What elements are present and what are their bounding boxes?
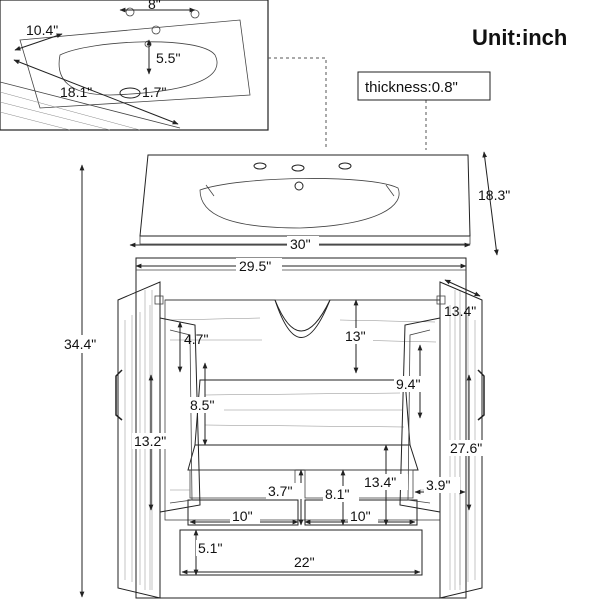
inset-leader-line	[268, 57, 327, 150]
door-shelf-gap-label: 4.7"	[184, 331, 208, 347]
door-height-left-label: 13.2"	[134, 433, 166, 449]
bottom-drawer-height-label: 5.1"	[198, 540, 222, 556]
sink-cutout-height-label: 13"	[345, 328, 366, 344]
top-width-label: 30"	[290, 236, 311, 252]
cabinet-body	[135, 257, 467, 599]
cabinet-width-label: 29.5"	[239, 258, 271, 274]
inset-drain-diameter-label: 1.7"	[142, 84, 166, 100]
door-shelf-height-right-label: 9.4"	[396, 376, 420, 392]
inset-drain-depth-label: 5.5"	[156, 50, 180, 66]
drawer-depth-label: 8.1"	[325, 486, 349, 502]
door-depth-right-label: 13.4"	[444, 303, 476, 319]
drawer-left-width-label: 10"	[232, 508, 253, 524]
drawer-height-label: 3.7"	[268, 483, 292, 499]
inset-length-label: 18.1"	[60, 84, 92, 100]
bottom-drawer-width-label: 22"	[294, 554, 315, 570]
total-height-label: 34.4"	[64, 336, 96, 352]
inner-depth-label: 13.4"	[364, 474, 396, 490]
side-gap-label: 3.9"	[426, 477, 450, 493]
door-shelf-height-left-label: 8.5"	[190, 397, 214, 413]
countertop	[139, 154, 471, 245]
thickness-label: thickness:0.8"	[365, 79, 458, 96]
inset-depth-label: 10.4"	[26, 22, 58, 38]
thickness-box	[357, 71, 491, 101]
unit-label: Unit:inch	[472, 25, 567, 50]
door-height-right-label: 27.6"	[450, 440, 482, 456]
sink-detail-inset	[0, 0, 269, 131]
dimension-lines	[79, 151, 499, 598]
drawer-right-width-label: 10"	[350, 508, 371, 524]
top-depth-label: 18.3"	[478, 187, 510, 203]
inset-top-width-label: 8"	[148, 0, 161, 12]
